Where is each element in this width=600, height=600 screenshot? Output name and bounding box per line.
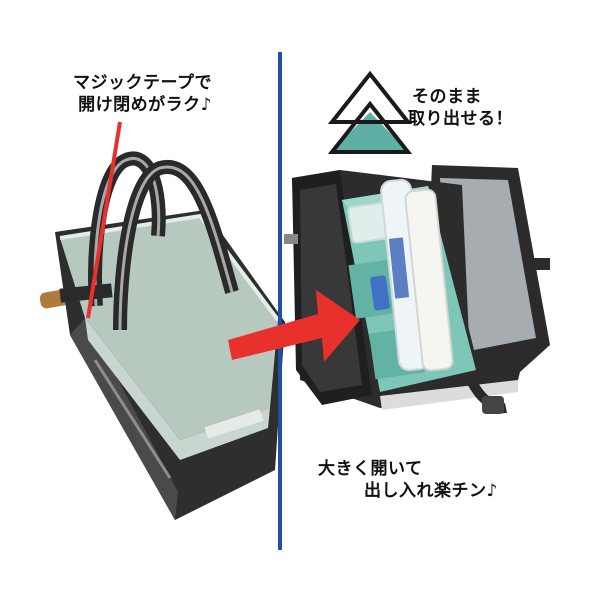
caption-velcro-line1: マジックテープで xyxy=(73,73,212,93)
caption-open: 大きく開いて 出し入れ楽チン♪ xyxy=(318,458,498,502)
caption-takeout: そのまま 取り出せる！ xyxy=(408,86,513,130)
caption-open-line2: 出し入れ楽チン♪ xyxy=(364,481,498,501)
open-bag xyxy=(284,165,550,414)
caption-velcro-line2: 開け閉めがラク♪ xyxy=(78,95,212,115)
caption-open-line1: 大きく開いて xyxy=(318,459,423,479)
caption-takeout-line2: 取り出せる！ xyxy=(408,109,513,129)
red-pointer-line xyxy=(86,121,122,319)
closed-bag xyxy=(39,151,285,520)
caption-velcro: マジックテープで 開け閉めがラク♪ xyxy=(73,72,212,116)
vertical-divider-line xyxy=(278,52,282,550)
stacked-triangles-icon xyxy=(327,70,413,154)
caption-takeout-line1: そのまま xyxy=(412,87,482,107)
red-arrow xyxy=(228,290,360,362)
